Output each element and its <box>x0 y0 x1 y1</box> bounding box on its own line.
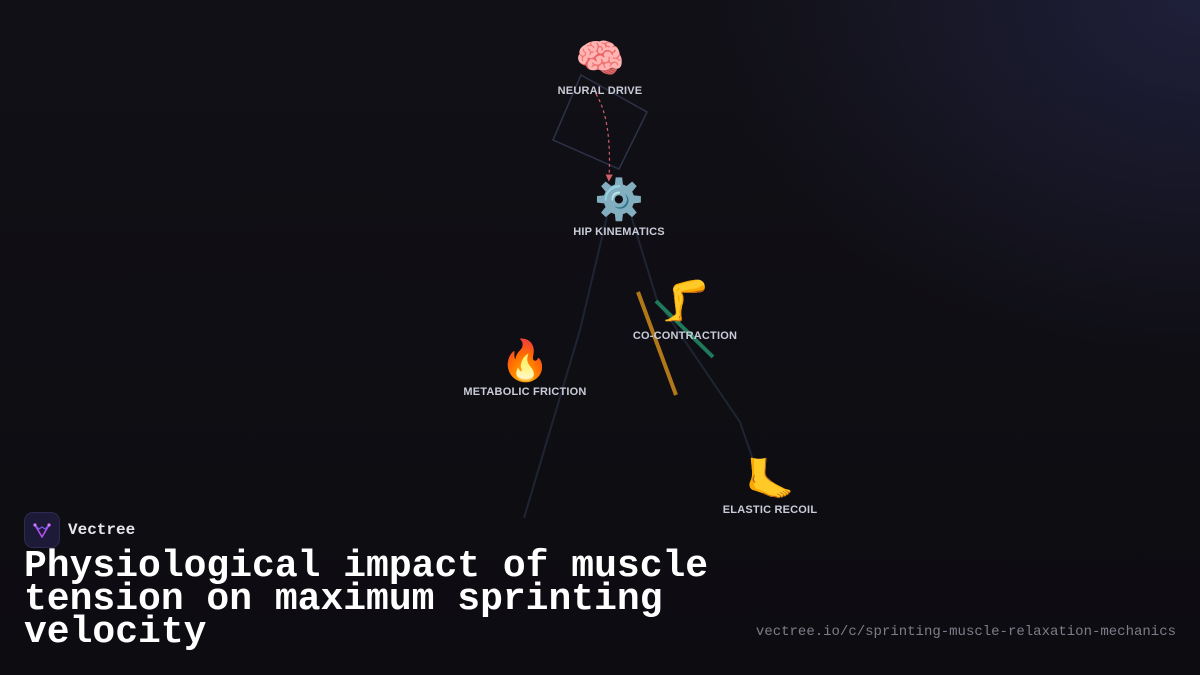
fire-icon: 🔥 <box>500 337 550 384</box>
node-hip-kinematics[interactable]: ⚙️ HIP KINEMATICS <box>573 176 665 238</box>
edge-hip-to-recoil <box>629 211 763 487</box>
node-metabolic-friction[interactable]: 🔥 METABOLIC FRICTION <box>463 337 586 398</box>
brand[interactable]: Vectree <box>24 512 135 548</box>
foot-icon: 🦶 <box>745 456 795 503</box>
brand-name: Vectree <box>68 521 136 539</box>
leg-icon: 🦵 <box>660 277 710 324</box>
node-label: HIP KINEMATICS <box>573 226 665 238</box>
edge-hip-to-metabolic <box>523 211 609 519</box>
node-label: METABOLIC FRICTION <box>463 386 586 398</box>
source-url[interactable]: vectree.io/c/sprinting-muscle-relaxation… <box>755 624 1176 640</box>
tension-bar-green <box>654 299 715 359</box>
node-elastic-recoil[interactable]: 🦶 ELASTIC RECOIL <box>723 456 818 516</box>
node-label: ELASTIC RECOIL <box>723 504 818 516</box>
vectree-logo-icon <box>24 512 60 548</box>
dashed-arrow-neural-to-hip <box>595 93 613 182</box>
node-co-contraction[interactable]: 🦵 CO-CONTRACTION <box>633 277 737 342</box>
feedback-loop-frame <box>552 73 648 170</box>
brain-icon: 🧠 <box>575 36 625 82</box>
tension-bar-orange <box>636 291 678 396</box>
page-title: Physiological impact of muscle tension o… <box>24 545 709 654</box>
node-label: NEURAL DRIVE <box>558 85 643 97</box>
gear-icon: ⚙️ <box>594 176 644 223</box>
node-label: CO-CONTRACTION <box>633 330 737 342</box>
node-neural-drive[interactable]: 🧠 NEURAL DRIVE <box>558 36 643 97</box>
